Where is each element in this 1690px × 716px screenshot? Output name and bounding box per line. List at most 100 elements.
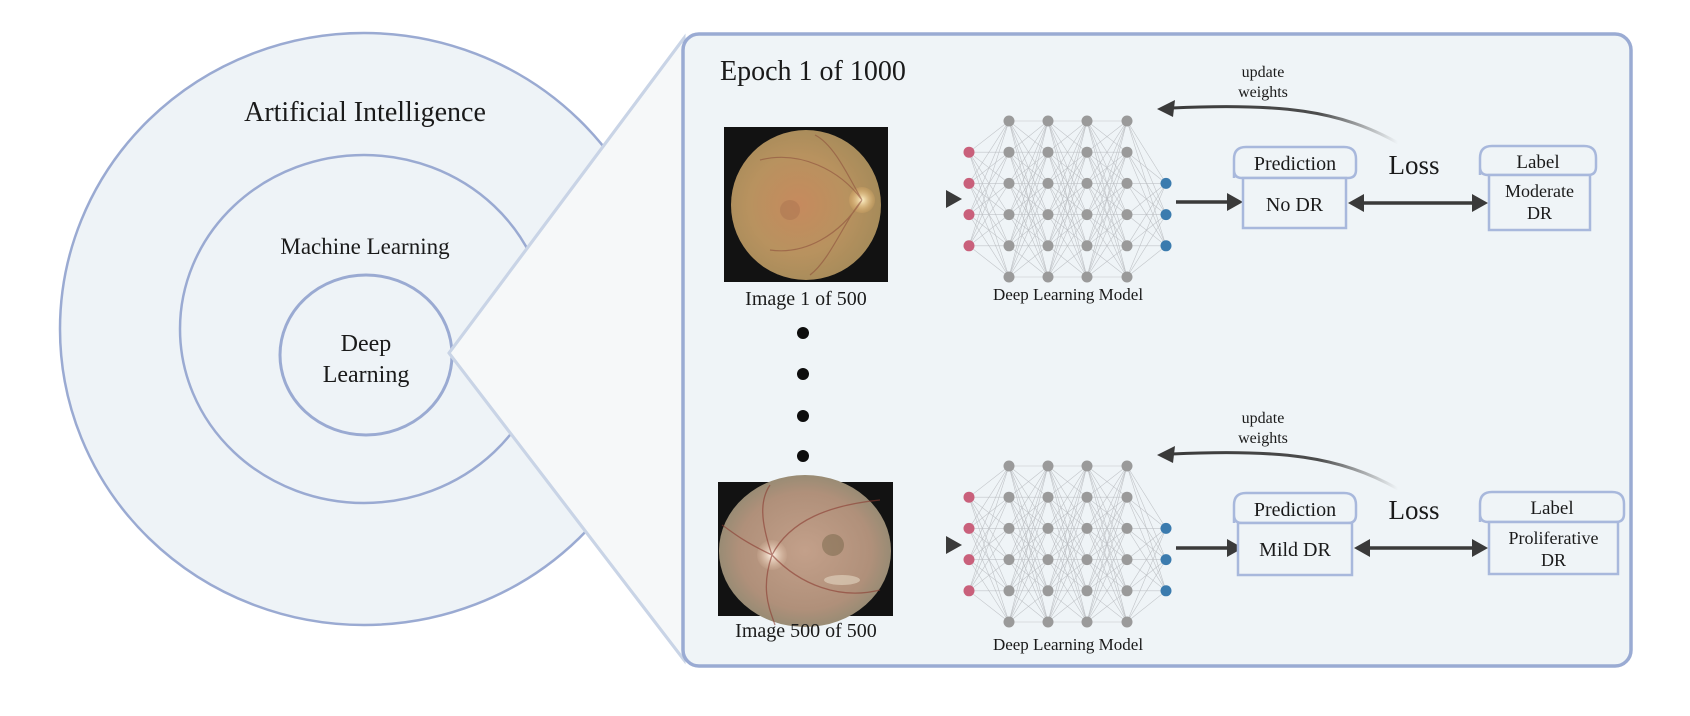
loss-label: Loss <box>1388 495 1439 525</box>
hidden-node <box>1081 554 1093 566</box>
network-edge <box>1008 465 1049 498</box>
network-edge <box>1086 214 1128 278</box>
network-edge <box>968 497 1010 591</box>
hidden-node <box>1042 146 1054 158</box>
hidden-node <box>1042 585 1054 597</box>
hidden-node <box>1003 585 1015 597</box>
hidden-node <box>1121 616 1133 628</box>
network-edge <box>1086 465 1128 591</box>
hidden-node <box>1081 177 1093 189</box>
input-node <box>963 177 975 189</box>
hidden-node <box>1121 585 1133 597</box>
model-label-2: Deep Learning Model <box>993 635 1143 654</box>
network-edge <box>1008 465 1049 623</box>
network-edge <box>1086 120 1128 246</box>
zoom-funnel-top-edge <box>447 37 686 354</box>
network-edge <box>1126 120 1167 184</box>
hidden-node <box>1003 522 1015 534</box>
network-edge <box>1008 465 1049 591</box>
training-panel: Epoch 1 of 1000 Image 1 of 500 Image 50 <box>681 32 1633 668</box>
network-edge <box>1086 465 1128 560</box>
output-node <box>1160 240 1172 252</box>
input-arrow <box>902 536 962 554</box>
dl-label-line2: Learning <box>323 362 410 388</box>
network-edge <box>1086 120 1128 153</box>
update-weights-arrow <box>1157 446 1399 491</box>
network-edge <box>1008 120 1049 246</box>
input-node <box>963 491 975 503</box>
network-edge <box>1126 528 1167 591</box>
network-edge <box>1047 120 1088 153</box>
hidden-node <box>1121 146 1133 158</box>
hidden-node <box>1042 240 1054 252</box>
ai-label: Artificial Intelligence <box>244 97 486 128</box>
network-edge <box>1047 120 1088 246</box>
arrowhead <box>1472 539 1488 557</box>
output-node <box>1160 209 1172 221</box>
network-edge <box>1086 120 1128 215</box>
network-edge <box>1008 590 1049 623</box>
loss-double-arrow <box>1348 194 1488 212</box>
network-edge <box>1008 120 1049 184</box>
network-edge <box>968 120 1010 153</box>
ellipsis-dots <box>797 327 809 462</box>
network-connections <box>968 465 1167 623</box>
hidden-node <box>1121 554 1133 566</box>
prediction-value-box <box>1241 176 1348 230</box>
network-edge <box>1047 152 1088 278</box>
hidden-node <box>1121 271 1133 283</box>
hidden-node <box>1003 115 1015 127</box>
update-weights-label-line2: weights <box>1238 84 1288 101</box>
prediction-value-box <box>1236 521 1354 577</box>
network-edge <box>1047 528 1088 623</box>
network-edge <box>1086 590 1128 623</box>
label-header <box>1478 490 1626 524</box>
input-node <box>963 240 975 252</box>
hidden-node <box>1121 209 1133 221</box>
neural-network-2 <box>963 460 1172 628</box>
hidden-node <box>1003 460 1015 472</box>
arrowhead <box>1227 193 1243 211</box>
dl-label-line1: Deep <box>341 331 392 357</box>
label-value-text: DR <box>1527 203 1552 223</box>
hidden-node <box>1042 209 1054 221</box>
network-edge <box>1086 497 1128 623</box>
network-edge <box>1126 214 1167 278</box>
network-edge <box>1047 120 1088 215</box>
network-edge <box>1126 496 1167 529</box>
network-edge <box>1126 183 1167 278</box>
network-edge <box>1047 497 1088 623</box>
network-edge <box>1086 465 1128 529</box>
output-node <box>1160 522 1172 534</box>
input-node <box>963 209 975 221</box>
input-node <box>963 554 975 566</box>
output-node <box>1160 177 1172 189</box>
arrowhead <box>1348 194 1364 212</box>
network-edge <box>1047 183 1088 278</box>
ml-label: Machine Learning <box>280 234 450 259</box>
hidden-node <box>1042 491 1054 503</box>
hidden-node <box>1003 271 1015 283</box>
network-edge <box>1047 559 1088 623</box>
label-value-text: DR <box>1541 550 1566 570</box>
update-weights-label-line2: weights <box>1238 430 1288 447</box>
network-edge <box>1008 183 1049 278</box>
update-weights-label-line1: update <box>1242 410 1285 427</box>
label-value-text: Moderate <box>1505 181 1574 201</box>
hidden-node <box>1081 146 1093 158</box>
output-arrow <box>1176 193 1243 211</box>
network-edge <box>968 120 1010 246</box>
network-edge <box>1008 559 1049 623</box>
network-edge <box>1086 120 1128 184</box>
network-edge <box>968 120 1010 215</box>
hidden-node <box>1042 554 1054 566</box>
output-node <box>1160 554 1172 566</box>
network-edge <box>1047 120 1088 184</box>
hidden-node <box>1121 177 1133 189</box>
label-value-box <box>1487 520 1620 576</box>
venn-diagram: Artificial Intelligence Machine Learning… <box>58 31 670 627</box>
prediction-header-text: Prediction <box>1254 499 1336 521</box>
network-edge <box>968 183 1010 246</box>
